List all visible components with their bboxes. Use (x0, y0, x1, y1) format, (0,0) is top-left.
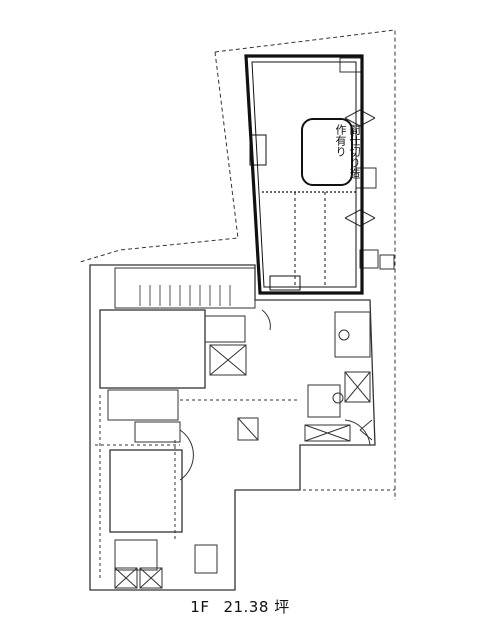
door-swing (261, 309, 271, 331)
room-right-small (334, 311, 371, 358)
vent-box (344, 371, 371, 403)
area-unit: 坪 (274, 598, 290, 616)
column (339, 57, 363, 73)
corridor-block (107, 389, 179, 421)
room-left-lower (109, 449, 183, 533)
column (379, 254, 395, 270)
toilet (114, 539, 158, 571)
elevator (209, 344, 247, 376)
door-swing (179, 429, 194, 481)
closet (204, 315, 246, 343)
room-right-mid (307, 384, 341, 418)
storage-box (139, 567, 163, 589)
floor-area-caption: 1F 21.38 坪 (0, 596, 480, 617)
storage-box (114, 567, 138, 589)
floor-label: 1F (190, 598, 210, 616)
outer-wall (89, 264, 376, 591)
box-small (194, 544, 218, 574)
room-left-upper (99, 309, 206, 389)
office-space (244, 54, 364, 295)
site-boundary-line (79, 51, 239, 263)
stair-treads (139, 285, 231, 306)
area-value: 21.38 (223, 598, 269, 616)
vent-box (304, 424, 351, 442)
column (359, 249, 379, 269)
partition-callout: 間仕切り造作有り (301, 118, 361, 186)
storage-box (237, 417, 259, 441)
stair-block (114, 267, 256, 309)
utility-box (134, 421, 181, 443)
partition-callout-text: 間仕切り造作有り (334, 124, 361, 179)
